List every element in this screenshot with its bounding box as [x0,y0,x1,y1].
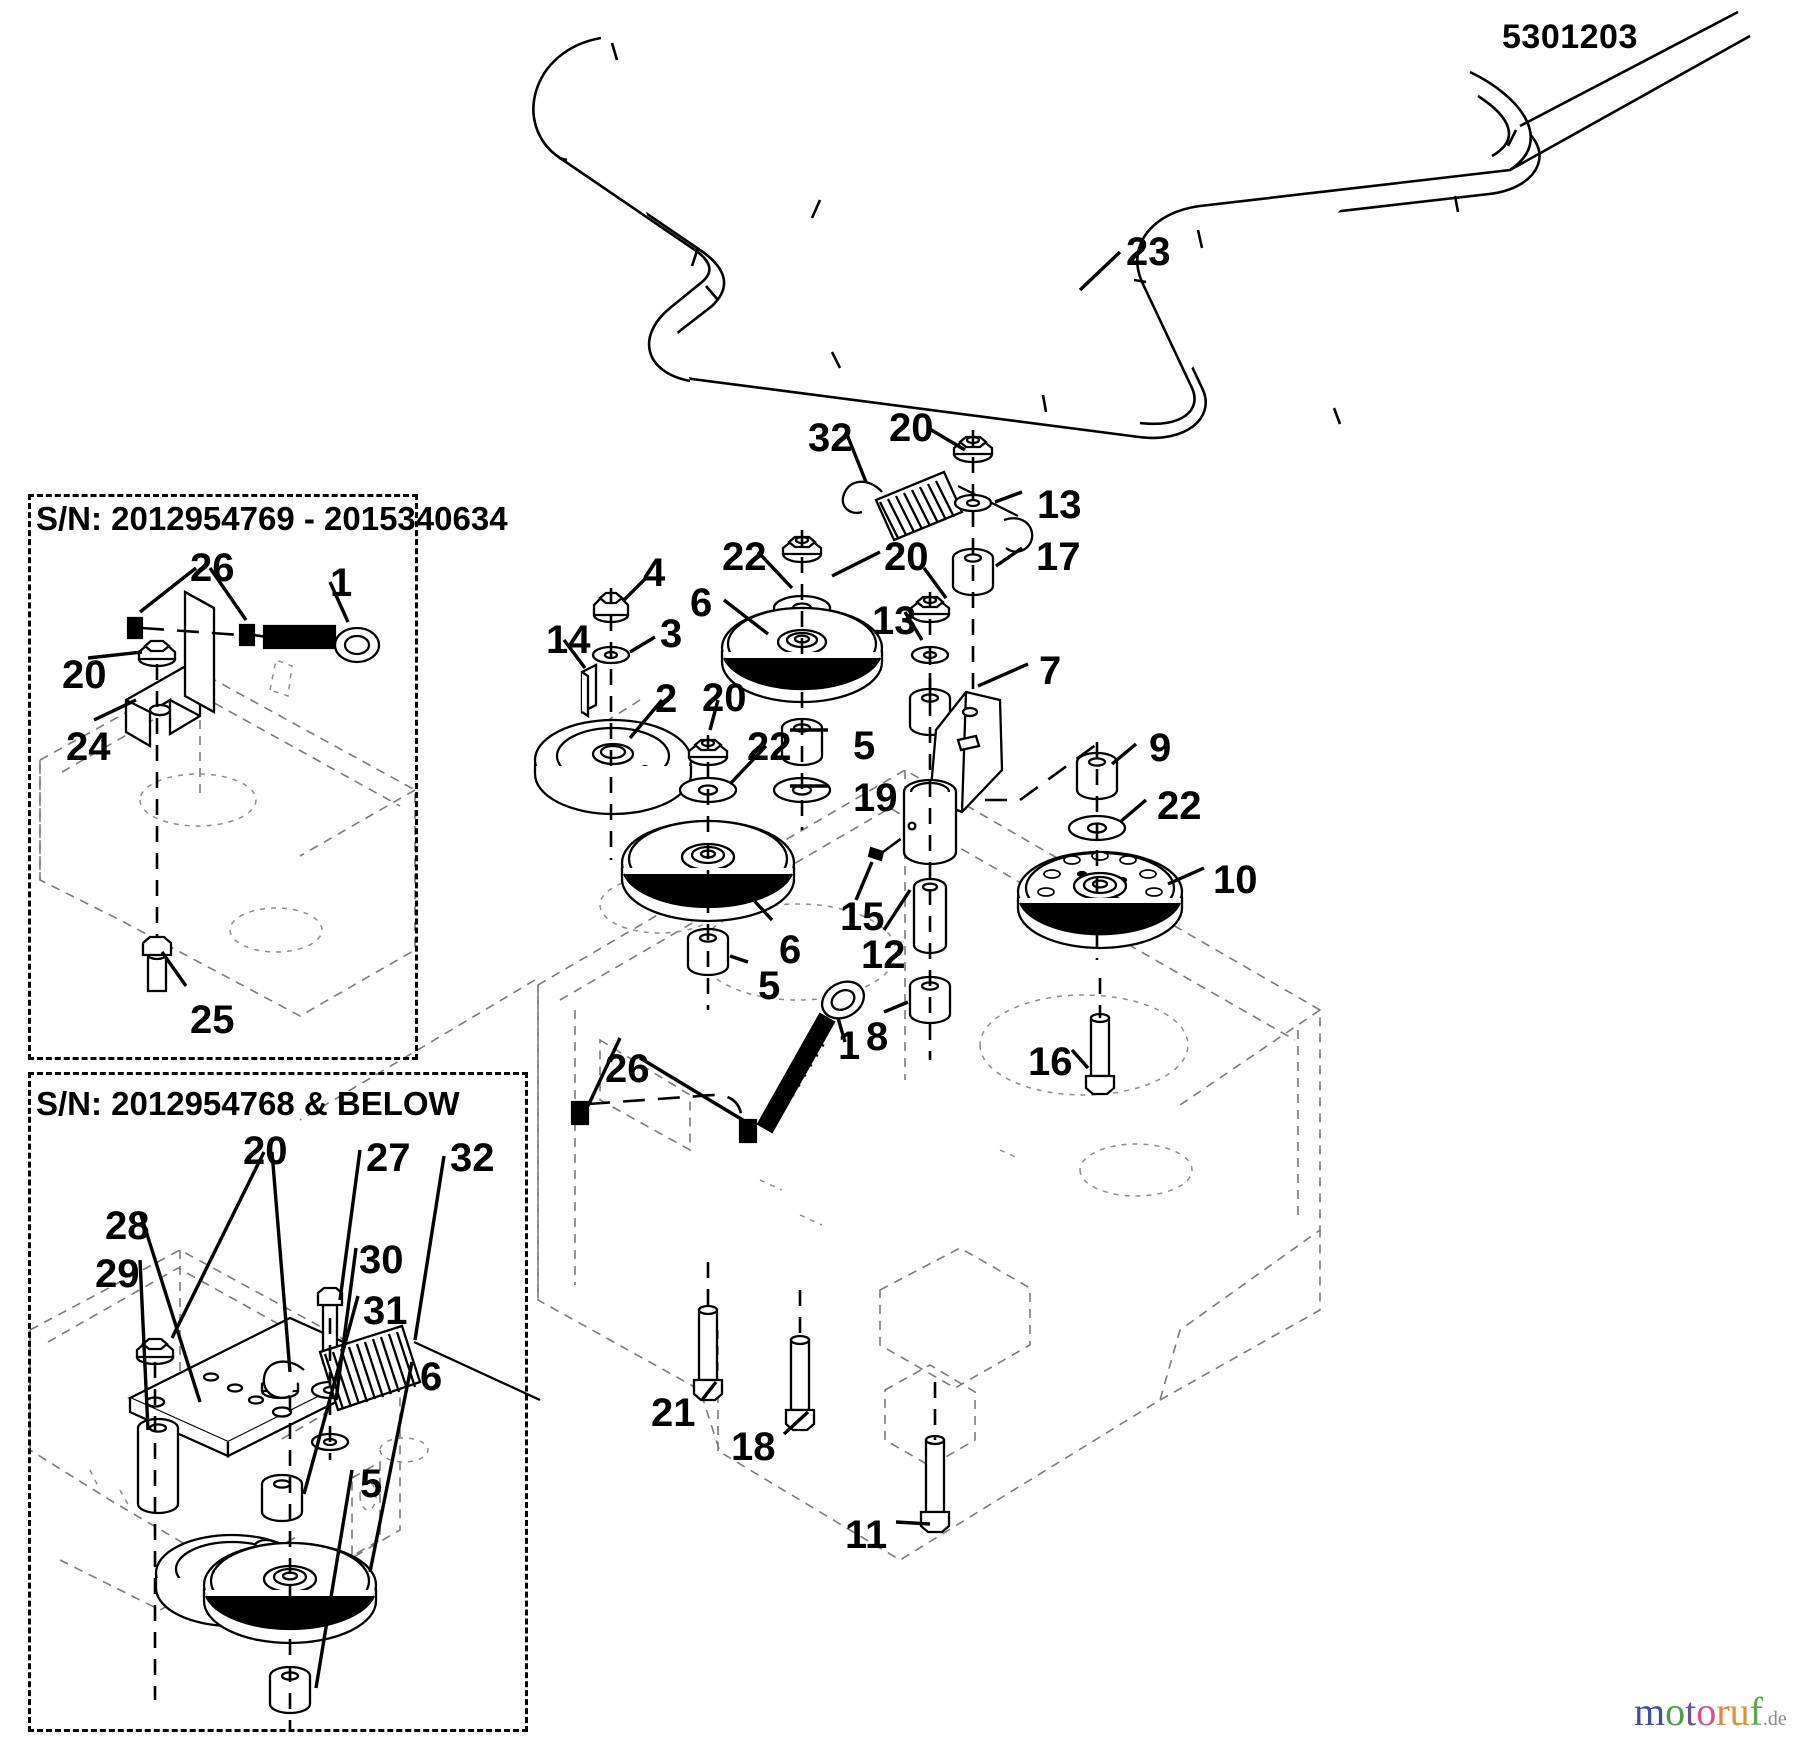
callout-number: 32 [450,1136,495,1180]
motoruf-watermark: motoruf.de [1634,1692,1787,1732]
callout-number: 20 [702,676,747,720]
callout-number: 4 [643,551,666,595]
inset-label-upper: S/N: 2012954769 - 2015340634 [36,500,508,537]
callout-number: 1 [838,1024,861,1068]
callout-number: 20 [884,535,929,579]
callout-number: 9 [1149,726,1172,770]
callout-number: 13 [1037,483,1082,527]
callout-number: 20 [243,1129,288,1173]
callout-number: 15 [840,895,885,939]
inset-upper-artwork [39,566,416,1017]
callout-number: 2 [655,677,678,721]
pulley-2-assembly [533,574,693,860]
callout-number: 22 [722,535,767,579]
callout-number: 32 [808,416,853,460]
pulley-6-lower-assembly [620,699,796,1010]
callout-number: 30 [359,1238,404,1282]
callout-number: 13 [872,599,917,643]
callout-number: 23 [1126,230,1171,274]
callout-number: 31 [363,1289,408,1333]
wm-letter: r [1716,1689,1730,1734]
callout-number: 5 [853,724,876,768]
wm-letter: t [1685,1689,1697,1734]
callout-number: 5 [360,1462,383,1506]
callout-number: 16 [1028,1040,1073,1084]
callout-number: 3 [660,612,683,656]
callout-number: 20 [889,406,934,450]
callout-number: 18 [731,1425,776,1469]
spacer-column-assembly [854,566,1029,1060]
callout-number: 6 [779,928,802,972]
callout-number: 19 [853,776,898,820]
wm-suffix: .de [1762,1708,1787,1730]
deck-bolts [692,978,1116,1534]
inset-box-upper [28,494,418,1060]
eyebolt-1-main [570,980,866,1144]
part-number: 5301203 [1502,18,1638,56]
callout-number: 11 [845,1513,888,1557]
callout-number: 14 [546,618,591,662]
spring-32-assembly [841,426,1034,720]
wm-letter: u [1729,1689,1750,1734]
callout-number: 10 [1213,858,1258,902]
inset-box-lower [28,1072,528,1732]
callout-number: 7 [1039,649,1062,693]
callout-number: 17 [1036,535,1081,579]
callout-number: 22 [1157,784,1202,828]
wm-letter: o [1696,1689,1717,1734]
drive-belt-23 [532,10,1751,440]
callout-number: 21 [651,1391,696,1435]
callout-number: 28 [105,1204,150,1248]
pulley-6-upper-assembly [720,530,884,830]
callout-number: 8 [866,1015,889,1059]
callout-number: 5 [758,964,781,1008]
callout-number: 20 [62,653,107,697]
callout-number: 26 [190,546,235,590]
callout-number: 1 [330,561,353,605]
wm-letter: o [1665,1689,1686,1734]
callout-number: 26 [605,1047,650,1091]
callout-number: 29 [95,1252,140,1296]
callout-number: 27 [366,1136,411,1180]
callout-number: 22 [747,725,792,769]
inset-lower-artwork [29,1149,541,1732]
callout-number: 12 [861,933,906,977]
callout-number: 6 [690,581,713,625]
wm-letter: m [1634,1689,1666,1734]
flat-idler-10-assembly [985,742,1205,960]
callout-number: 24 [66,725,111,769]
callout-number: 25 [190,998,235,1042]
wm-letter: f [1749,1689,1763,1734]
inset-label-lower: S/N: 2012954768 & BELOW [36,1085,460,1122]
callout-number: 6 [420,1355,443,1399]
